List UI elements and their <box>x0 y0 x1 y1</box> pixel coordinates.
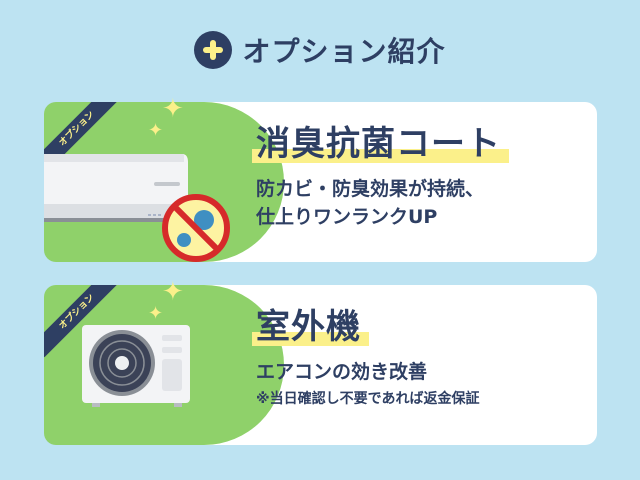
option-description-line: 防カビ・防臭効果が持続、 <box>256 178 485 200</box>
sparkle-icon: ✦ <box>162 94 184 124</box>
no-germs-icon <box>162 194 230 262</box>
option-title: 室外機 <box>252 299 369 348</box>
header-title: オプション紹介 <box>242 35 446 68</box>
air-conditioner-icon <box>44 154 188 222</box>
option-note: ※当日確認し不要であれば返金保証 <box>256 391 480 407</box>
outdoor-unit-icon <box>82 325 190 407</box>
option-title: 消臭抗菌コート <box>252 116 509 165</box>
option-card-deodorant-coat: オプション ✦ ✦ 消臭抗菌コート 防カビ・防臭効果が持続、 仕上りワンランクU… <box>44 96 597 262</box>
sparkle-icon: ✦ <box>162 277 184 307</box>
option-card-outdoor-unit: オプション ✦ ✦ 室外機 エアコンの効き改善 ※当日確認し不要であれば返金保証 <box>44 279 597 445</box>
option-description-line: エアコンの効き改善 <box>256 361 428 383</box>
sparkle-icon: ✦ <box>148 303 164 324</box>
header: オプション紹介 <box>0 28 640 72</box>
sparkle-icon: ✦ <box>148 120 164 141</box>
plus-circle-icon <box>194 31 233 69</box>
option-description-line: 仕上りワンランクUP <box>256 206 438 228</box>
